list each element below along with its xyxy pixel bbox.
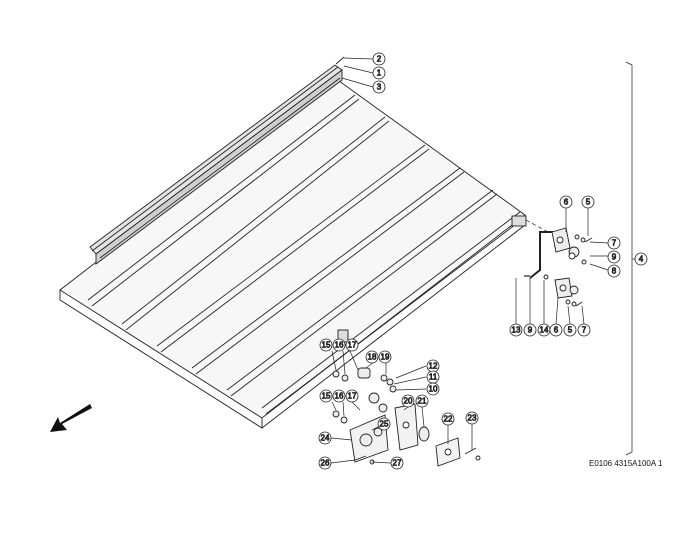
callout-1: 1	[372, 66, 386, 80]
callout-7b: 7	[577, 323, 591, 337]
callout-15b-label: 15	[322, 392, 331, 401]
callout-5b-label: 5	[568, 326, 573, 335]
callout-5a: 5	[581, 195, 595, 209]
callout-21: 21	[415, 394, 429, 408]
callout-7b-label: 7	[582, 326, 587, 335]
callout-6a: 6	[559, 195, 573, 209]
callout-14-label: 14	[540, 326, 549, 335]
callout-23: 23	[465, 411, 479, 425]
callout-14: 14	[537, 323, 551, 337]
callout-15a-label: 15	[322, 341, 331, 350]
callout-7a-label: 7	[612, 239, 617, 248]
callout-15b: 15	[319, 389, 333, 403]
callout-12: 12	[426, 359, 440, 373]
callout-15a: 15	[319, 338, 333, 352]
leader-lines	[330, 57, 635, 464]
callout-27-label: 27	[393, 459, 402, 468]
callout-24: 24	[318, 431, 332, 445]
deck-panel	[59, 77, 527, 429]
callout-9a-label: 9	[612, 253, 617, 262]
callout-10-label: 10	[429, 385, 438, 394]
callout-16b-label: 16	[335, 392, 344, 401]
callout-9b-label: 9	[528, 326, 533, 335]
alignment-line	[525, 219, 549, 233]
callout-10: 10	[426, 382, 440, 396]
callout-12-label: 12	[429, 362, 438, 371]
callout-26-label: 26	[321, 459, 330, 468]
callout-20: 20	[401, 394, 415, 408]
callout-20-label: 20	[404, 397, 413, 406]
callout-6b-label: 6	[554, 326, 559, 335]
callout-17a: 17	[345, 338, 359, 352]
callout-24-label: 24	[321, 434, 330, 443]
callout-17a-label: 17	[348, 341, 357, 350]
callouts: 2 1 3 4 6 5 7 9 8 13 9 14 6 5 7 15 16 17…	[318, 52, 648, 470]
callout-27: 27	[390, 456, 404, 470]
callout-17b-label: 17	[348, 392, 357, 401]
callout-18-label: 18	[368, 353, 377, 362]
callout-19: 19	[378, 350, 392, 364]
callout-16b: 16	[332, 389, 346, 403]
lower-hinge-assembly	[332, 367, 481, 467]
callout-5b: 5	[563, 323, 577, 337]
callout-17b: 17	[345, 389, 359, 403]
callout-4: 4	[634, 252, 648, 266]
callout-4-label: 4	[639, 255, 644, 264]
callout-7a: 7	[607, 236, 621, 250]
side-rail	[89, 56, 345, 265]
callout-11: 11	[426, 370, 440, 384]
callout-13: 13	[509, 323, 523, 337]
callout-16a-label: 16	[335, 341, 344, 350]
direction-arrow-icon	[50, 404, 92, 432]
drawing-code: E0106 4315A100A 1	[589, 459, 663, 468]
callout-21-label: 21	[418, 397, 427, 406]
callout-16a: 16	[332, 338, 346, 352]
callout-18: 18	[365, 350, 379, 364]
callout-8: 8	[607, 264, 621, 278]
callout-9a: 9	[607, 250, 621, 264]
callout-25: 25	[377, 417, 391, 431]
callout-26: 26	[318, 456, 332, 470]
callout-22-label: 22	[444, 415, 453, 424]
callout-6a-label: 6	[564, 198, 569, 207]
callout-13-label: 13	[512, 326, 521, 335]
callout-22: 22	[441, 412, 455, 426]
callout-25-label: 25	[380, 420, 389, 429]
callout-11-label: 11	[429, 373, 438, 382]
callout-1-label: 1	[377, 69, 382, 78]
callout-3: 3	[372, 80, 386, 94]
callout-2: 2	[372, 52, 386, 66]
callout-19-label: 19	[381, 353, 390, 362]
callout-8-label: 8	[612, 267, 617, 276]
callout-2-label: 2	[377, 55, 382, 64]
callout-6b: 6	[549, 323, 563, 337]
right-hinge-hardware	[524, 227, 593, 307]
callout-23-label: 23	[468, 414, 477, 423]
callout-3-label: 3	[377, 83, 382, 92]
callout-5a-label: 5	[586, 198, 591, 207]
callout-9b: 9	[523, 323, 537, 337]
